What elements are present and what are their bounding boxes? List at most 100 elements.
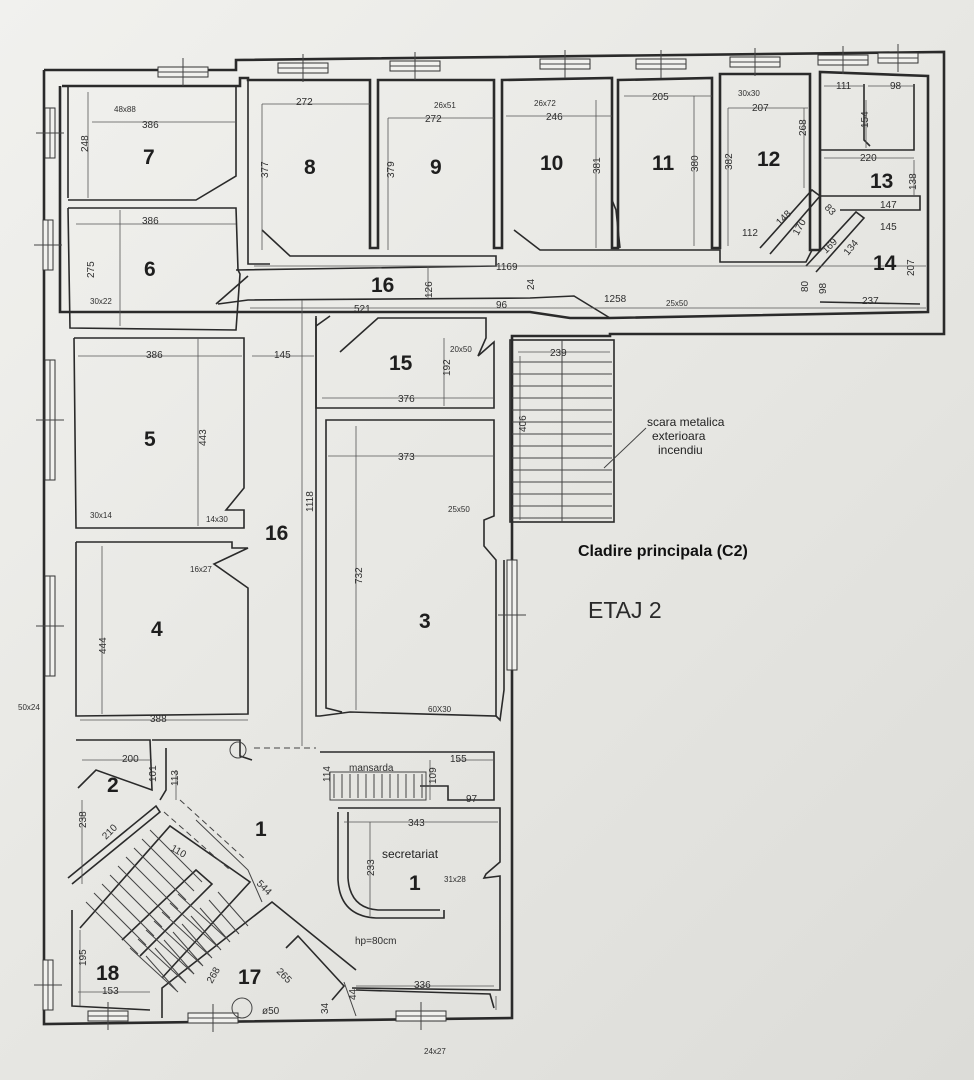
dim-label: 268	[798, 119, 809, 136]
dim-label: 24	[526, 278, 537, 290]
room-12-diagonal-wall	[759, 188, 822, 255]
room-17-label: 17	[238, 966, 261, 989]
dim-label: 30x22	[90, 297, 112, 306]
secretariat-label: secretariat	[382, 847, 439, 861]
labels: 7 8 9 10 11 12 13 14 6 16 16 15 5 3 4 2 …	[18, 81, 919, 1056]
dim-label: 521	[354, 304, 371, 315]
dim-label: 16x27	[190, 565, 212, 574]
dim-label: 544	[254, 878, 274, 898]
dim-label: 275	[86, 261, 97, 278]
dim-label: 377	[260, 161, 271, 178]
room-1-secretariat-label: 1	[409, 872, 421, 895]
room-3-walls	[315, 318, 497, 717]
line-segment	[109, 874, 163, 928]
dim-label: 96	[496, 300, 508, 311]
dim-label: 109	[428, 767, 439, 784]
room-9-label: 9	[430, 156, 442, 179]
fire-escape-stair	[509, 339, 647, 523]
room-4-walls	[75, 541, 249, 717]
line-segment	[163, 939, 195, 975]
fire-stair-note-line3: incendiu	[658, 443, 703, 457]
dim-label: 148	[774, 208, 794, 228]
room-16-label-corridor: 16	[265, 522, 288, 545]
line-segment	[149, 829, 203, 883]
room-3-label: 3	[419, 610, 431, 633]
dim-label: 210	[100, 822, 120, 842]
mansarda-label: mansarda	[349, 763, 394, 774]
mansarda-walls	[320, 751, 495, 801]
room-14-label: 14	[873, 252, 897, 275]
dim-label: 1169	[496, 262, 518, 273]
dim-label: 239	[550, 348, 567, 359]
dim-label: 25x50	[448, 505, 470, 514]
line-segment	[153, 920, 203, 966]
dim-label: 31x28	[444, 875, 466, 884]
dim-label: 80	[800, 280, 811, 292]
dim-label: 386	[142, 216, 159, 227]
room-18-label: 18	[96, 962, 120, 985]
line-segment	[93, 892, 147, 946]
dim-label: 20x50	[450, 345, 472, 354]
dim-label: 200	[122, 754, 139, 765]
dim-label: 97	[466, 794, 478, 805]
walls	[42, 50, 946, 1026]
room-14-diagonal-wall	[805, 210, 866, 273]
dim-label: 382	[724, 153, 735, 170]
line-segment	[190, 915, 222, 951]
dim-label: 44	[348, 988, 359, 1000]
dim-label: 110	[169, 843, 189, 861]
line-segment	[133, 847, 187, 901]
line-segment	[172, 931, 204, 967]
dim-label: 147	[880, 200, 897, 211]
room-12-label: 12	[757, 148, 780, 171]
dim-label: 376	[398, 394, 415, 405]
room-16-label-top: 16	[371, 274, 394, 297]
line-segment	[85, 901, 139, 955]
dim-label: ø50	[262, 1006, 280, 1017]
line-segment	[145, 929, 195, 975]
room-5-walls	[73, 337, 245, 529]
dim-label: 112	[742, 228, 758, 239]
room-15-label: 15	[389, 352, 413, 375]
dim-label: 379	[386, 161, 397, 178]
dim-label: 145	[880, 222, 897, 233]
line-segment	[217, 891, 249, 927]
inner-shell	[58, 70, 930, 320]
corridor-top-wall	[247, 80, 270, 265]
dim-label: 26x51	[434, 101, 456, 110]
dim-label: 153	[102, 986, 119, 997]
secretariat-walls	[338, 807, 501, 991]
main-stair-walls	[67, 804, 162, 885]
dim-label: 101	[148, 765, 159, 782]
fire-stair-note-line2: exterioara	[652, 429, 706, 443]
line-segment	[154, 947, 186, 983]
room-1-label: 1	[255, 818, 267, 841]
room-4-label: 4	[151, 618, 163, 641]
dim-label: 169	[820, 236, 840, 256]
floor-label: ETAJ 2	[588, 597, 662, 623]
dim-label: 145	[274, 350, 291, 361]
dim-label: 343	[408, 818, 425, 829]
dim-label: 386	[142, 120, 159, 131]
dim-label: 155	[450, 754, 467, 765]
dim-label: 83	[822, 202, 838, 218]
dimension-lines	[76, 85, 926, 1010]
dim-label: 380	[690, 155, 701, 172]
dim-label: 265	[274, 966, 294, 986]
dim-label: 113	[170, 770, 181, 786]
dim-label: 373	[398, 452, 415, 463]
line-segment	[177, 893, 227, 939]
stair-height-label: hp=80cm	[355, 936, 396, 947]
room-11-label: 11	[652, 152, 675, 175]
dim-label: 388	[150, 714, 167, 725]
dim-label: 272	[296, 97, 313, 108]
dim-label: 443	[198, 429, 209, 446]
line-segment	[101, 883, 155, 937]
dim-label: 207	[752, 103, 769, 114]
dim-label: 154	[860, 111, 871, 128]
line-segment	[181, 923, 213, 959]
dim-label: 444	[98, 637, 109, 654]
dim-label: 248	[80, 135, 91, 152]
